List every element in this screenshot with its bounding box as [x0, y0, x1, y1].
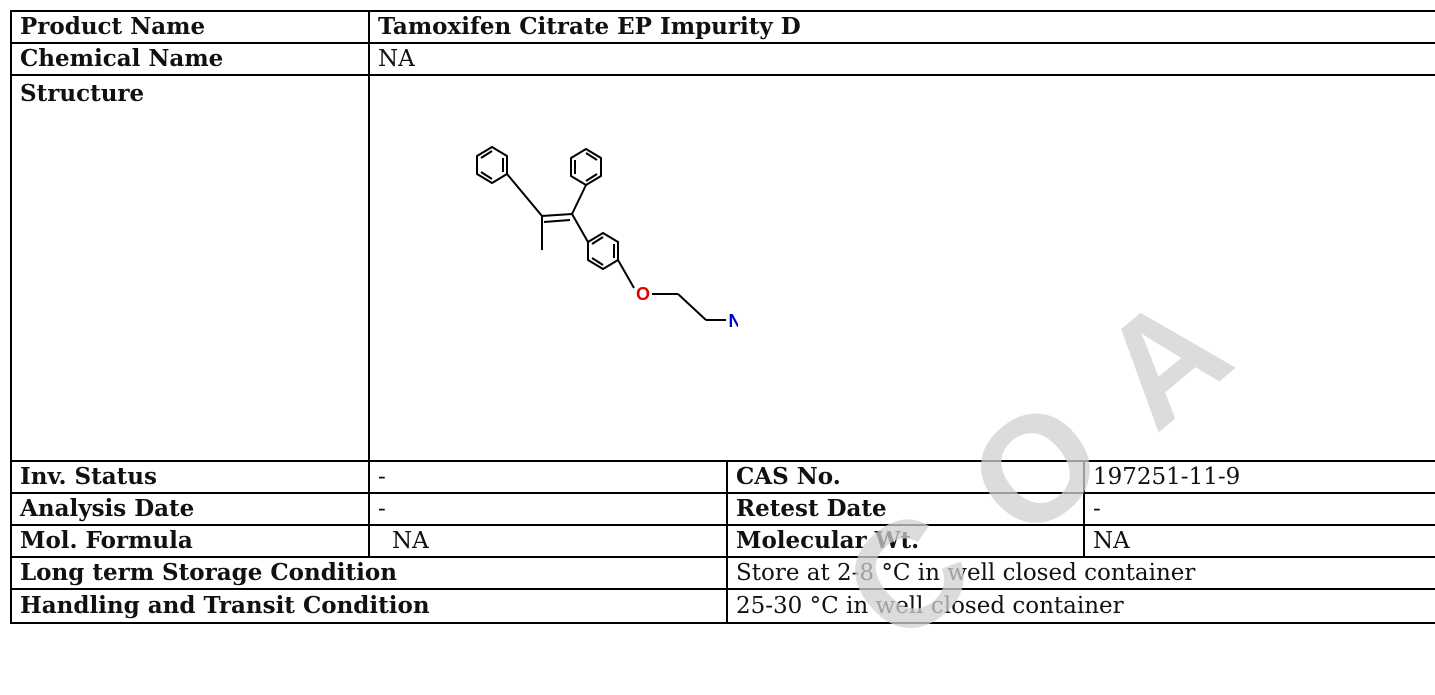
product-name-label: Product Name: [10, 10, 370, 44]
retest-date-value: -: [1082, 492, 1435, 526]
chemical-name-label: Chemical Name: [10, 42, 370, 76]
analysis-date-label: Analysis Date: [10, 492, 370, 526]
mol-wt-value: NA: [1082, 524, 1435, 558]
mol-wt-label: Molecular Wt.: [726, 524, 1085, 558]
coa-table: Product Name Tamoxifen Citrate EP Impuri…: [10, 10, 1435, 624]
row-analysis-date: Analysis Date - Retest Date -: [10, 492, 1435, 526]
row-handling: Handling and Transit Condition 25-30 °C …: [10, 588, 1435, 624]
cas-value: 197251-11-9: [1082, 460, 1435, 494]
mol-formula-label: Mol. Formula: [10, 524, 370, 558]
row-structure: Structure: [10, 74, 1435, 462]
nitrogen-atom-label: N: [729, 311, 739, 331]
chemical-name-value: NA: [367, 42, 1435, 76]
chemical-structure-image: O N: [476, 146, 739, 331]
long-term-storage-label: Long term Storage Condition: [10, 556, 728, 590]
handling-label: Handling and Transit Condition: [10, 588, 728, 624]
cas-label: CAS No.: [726, 460, 1085, 494]
row-product-name: Product Name Tamoxifen Citrate EP Impuri…: [10, 10, 1435, 44]
structure-image-wrap: O N: [378, 80, 1432, 450]
structure-label: Structure: [10, 74, 370, 462]
handling-value: 25-30 °C in well closed container: [725, 588, 1435, 624]
structure-cell: O N: [367, 74, 1435, 462]
row-mol-formula: Mol. Formula NA Molecular Wt. NA: [10, 524, 1435, 558]
row-inv-status: Inv. Status - CAS No. 197251-11-9: [10, 460, 1435, 494]
product-name-value: Tamoxifen Citrate EP Impurity D: [367, 10, 1435, 44]
row-chemical-name: Chemical Name NA: [10, 42, 1435, 76]
oxygen-atom-label: O: [636, 284, 650, 304]
retest-date-label: Retest Date: [726, 492, 1085, 526]
mol-formula-value: NA: [368, 524, 728, 558]
row-long-term-storage: Long term Storage Condition Store at 2-8…: [10, 556, 1435, 590]
inv-status-label: Inv. Status: [10, 460, 370, 494]
analysis-date-value: -: [368, 492, 728, 526]
inv-status-value: -: [368, 460, 728, 494]
long-term-storage-value: Store at 2-8 °C in well closed container: [725, 556, 1435, 590]
